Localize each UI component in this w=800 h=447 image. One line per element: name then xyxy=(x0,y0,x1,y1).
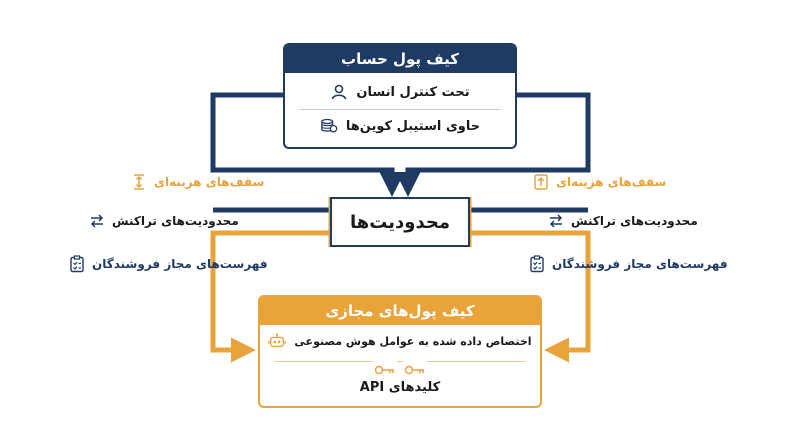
robot-icon xyxy=(268,332,287,350)
left-spending-caps-label: سقف‌های هزینه‌ای xyxy=(130,173,264,191)
left-spending-caps-text: سقف‌های هزینه‌ای xyxy=(154,175,265,189)
virtual-wallets-box: کیف پول‌های مجازی اختصاص داده شده به عوا… xyxy=(258,295,542,408)
coins-icon xyxy=(320,117,338,135)
key-icon xyxy=(373,361,397,379)
virtual-wallets-title: کیف پول‌های مجازی xyxy=(260,297,540,325)
swap-arrows-icon xyxy=(88,212,106,230)
account-wallet-box: کیف پول حساب تحت کنترل انسان حاوی استیبل… xyxy=(283,43,517,149)
right-merchant-allowlists-label: فهرست‌های مجاز فروشندگان xyxy=(528,255,728,273)
account-wallet-item-human-label: تحت کنترل انسان xyxy=(356,84,470,100)
key-icon xyxy=(403,361,427,379)
user-icon xyxy=(330,83,348,101)
spending-up-icon xyxy=(532,173,550,191)
left-merchant-allowlists-text: فهرست‌های مجاز فروشندگان xyxy=(92,257,268,271)
account-wallet-title: کیف پول حساب xyxy=(285,45,515,73)
keys-row xyxy=(260,361,540,379)
left-transaction-limits-text: محدودیت‌های تراکنش xyxy=(112,214,239,228)
account-wallet-item-stablecoins: حاوی استیبل کوین‌ها xyxy=(285,113,515,139)
checklist-icon xyxy=(528,255,546,273)
account-wallet-item-human: تحت کنترل انسان xyxy=(285,79,515,105)
checklist-icon xyxy=(68,255,86,273)
right-merchant-allowlists-text: فهرست‌های مجاز فروشندگان xyxy=(552,257,728,271)
virtual-wallets-item-ai-label: اختصاص داده شده به عوامل هوش مصنوعی xyxy=(294,334,532,348)
left-transaction-limits-label: محدودیت‌های تراکنش xyxy=(88,212,239,230)
left-merchant-allowlists-label: فهرست‌های مجاز فروشندگان xyxy=(68,255,268,273)
right-spending-caps-label: سقف‌های هزینه‌ای xyxy=(532,173,666,191)
virtual-wallets-item-api-label: کلیدهای API xyxy=(359,379,441,395)
virtual-wallets-divider xyxy=(274,361,526,362)
navy-flow-right xyxy=(395,92,591,197)
virtual-wallets-item-ai: اختصاص داده شده به عوامل هوش مصنوعی xyxy=(260,328,540,354)
account-wallet-divider xyxy=(299,109,501,110)
right-transaction-limits-label: محدودیت‌های تراکنش xyxy=(547,212,698,230)
spending-range-icon xyxy=(130,173,148,191)
limits-title: محدودیت‌ها xyxy=(350,211,450,233)
account-wallet-item-stablecoins-label: حاوی استیبل کوین‌ها xyxy=(345,118,481,134)
right-spending-caps-text: سقف‌های هزینه‌ای xyxy=(556,175,667,189)
right-transaction-limits-text: محدودیت‌های تراکنش xyxy=(571,214,698,228)
swap-arrows-icon xyxy=(547,212,565,230)
limits-box: محدودیت‌ها xyxy=(330,197,470,247)
virtual-wallets-item-api: کلیدهای API xyxy=(260,374,540,400)
navy-flow-left xyxy=(210,92,405,197)
